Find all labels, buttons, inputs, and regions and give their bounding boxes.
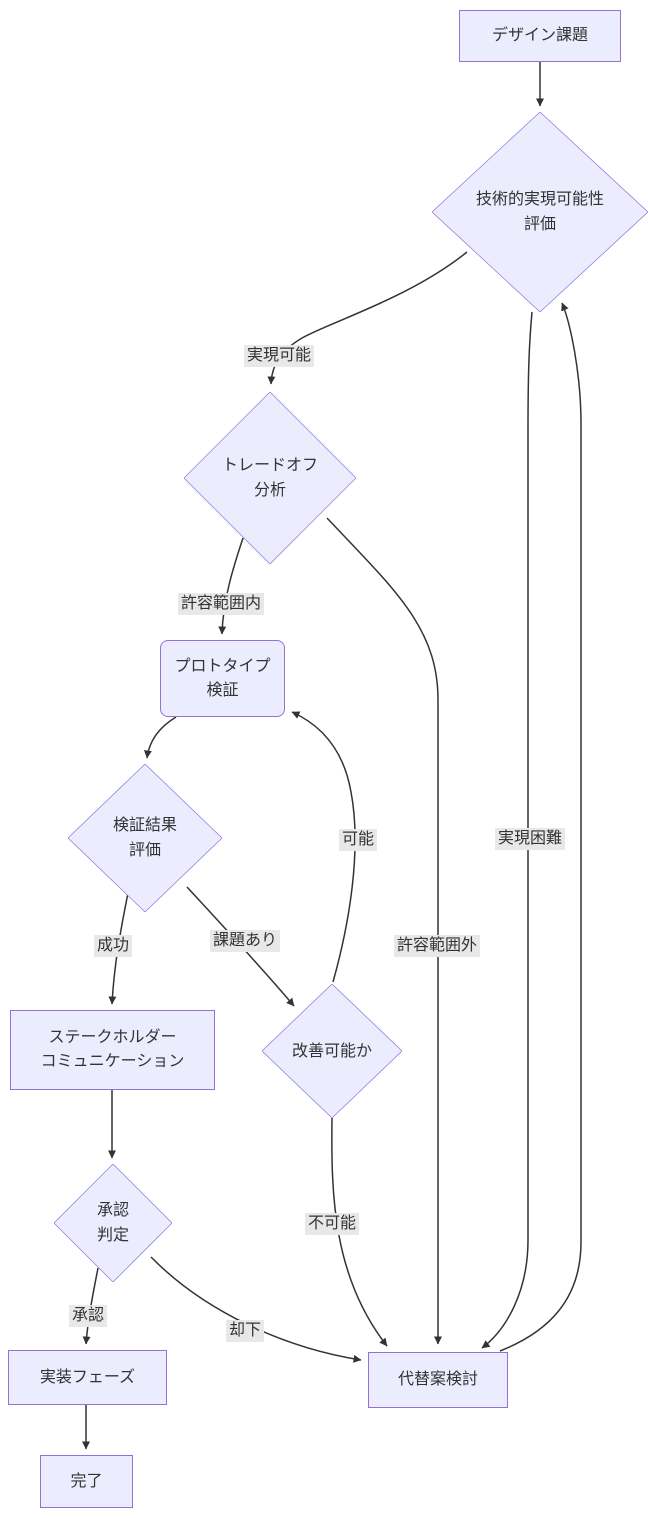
node-approval-label-line1: 承認	[96, 1202, 129, 1219]
edge-label-has-issues: 課題あり	[209, 930, 281, 952]
diamond-shape	[432, 112, 648, 312]
node-prototype-verification: プロトタイプ 検証	[160, 640, 285, 717]
edge-tradeoff-to-alternative	[326, 517, 442, 1345]
node-prototype-verification-label-line2: 検証	[206, 681, 239, 699]
node-done-label: 完了	[70, 1472, 103, 1490]
edge-improvable-to-prototype	[291, 711, 356, 983]
edge-prototype-to-verify	[143, 716, 177, 759]
node-verification-result-label-line1: 検証結果	[112, 817, 177, 834]
diamond-shape	[262, 984, 402, 1118]
node-verification-result-label-line2: 評価	[128, 842, 161, 859]
edge-approval-to-alternative	[150, 1256, 362, 1363]
node-feasibility-label-line2: 評価	[523, 216, 556, 233]
node-done: 完了	[40, 1455, 133, 1508]
edge-label-approved: 承認	[68, 1305, 108, 1327]
edge-label-feasible: 実現可能	[243, 345, 315, 367]
node-stakeholder-communication-label-line2: コミュニケーション	[40, 1053, 185, 1070]
node-tradeoff-analysis: トレードオフ 分析	[184, 392, 356, 564]
edge-tradeoff-to-prototype	[218, 537, 244, 635]
diamond-shape	[68, 764, 222, 912]
node-improvable-label: 改善可能か	[291, 1042, 372, 1060]
edge-label-possible: 可能	[338, 829, 378, 851]
node-alternative-review-label: 代替案検討	[397, 1371, 478, 1388]
node-tradeoff-label-line1: トレードオフ	[221, 457, 318, 474]
edge-feasibility-to-alternative	[481, 311, 533, 1349]
node-improvable-decision: 改善可能か	[262, 984, 402, 1118]
node-implementation-phase-label: 実装フェーズ	[39, 1368, 136, 1386]
node-feasibility-label-line1: 技術的実現可能性	[475, 191, 604, 208]
edge-label-within-tolerance: 許容範囲内	[177, 593, 265, 615]
edge-label-rejected: 却下	[225, 1320, 265, 1342]
node-design-task-label: デザイン課題	[491, 27, 588, 44]
edge-label-impossible: 不可能	[304, 1213, 360, 1235]
edge-improvable-to-alternative	[331, 1117, 388, 1347]
diamond-shape	[54, 1164, 172, 1282]
node-implementation-phase: 実装フェーズ	[8, 1350, 167, 1405]
edge-label-success: 成功	[93, 935, 133, 957]
node-stakeholder-communication-label-line1: ステークホルダー	[48, 1029, 177, 1046]
edge-alternative-to-feasibility	[499, 302, 582, 1352]
node-feasibility-assessment: 技術的実現可能性 評価	[432, 112, 648, 312]
node-approval-decision: 承認 判定	[54, 1164, 172, 1282]
diamond-shape	[184, 392, 356, 564]
node-alternative-review: 代替案検討	[368, 1352, 508, 1408]
node-design-task: デザイン課題	[459, 10, 621, 62]
node-stakeholder-communication: ステークホルダー コミュニケーション	[10, 1010, 215, 1090]
edge-label-out-of-tolerance: 許容範囲外	[393, 935, 481, 957]
node-tradeoff-label-line2: 分析	[253, 482, 286, 499]
node-approval-label-line2: 判定	[96, 1227, 129, 1244]
node-verification-result-evaluation: 検証結果 評価	[68, 764, 222, 912]
node-prototype-verification-label-line1: プロトタイプ	[174, 657, 271, 675]
edge-label-infeasible: 実現困難	[494, 828, 566, 850]
